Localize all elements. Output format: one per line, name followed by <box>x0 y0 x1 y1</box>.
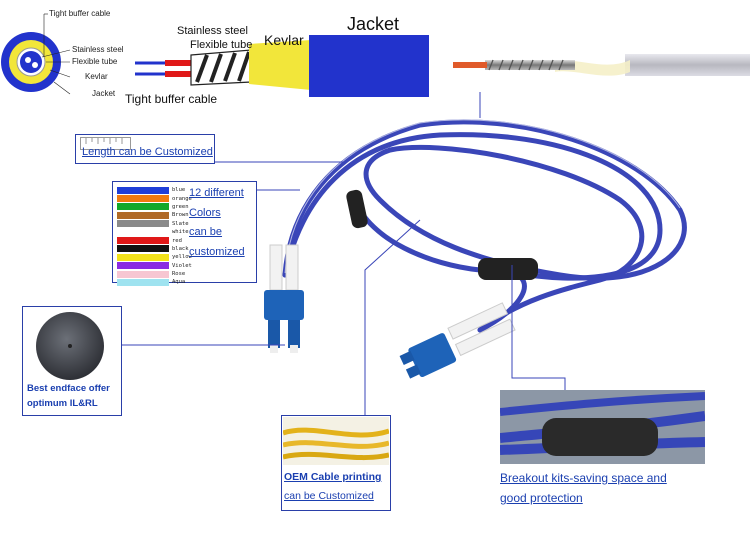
color-row-red: red <box>117 236 192 245</box>
color-row-yellow: yellow <box>117 253 192 261</box>
callout-lines <box>120 92 566 415</box>
color-row-rose: Rose <box>117 270 192 278</box>
color-row-slate: Slate <box>117 220 192 228</box>
armored-cable-photo <box>445 42 750 92</box>
layer-label-tight-buffer: Tight buffer cable <box>125 92 218 106</box>
layer-label-jacket: Jacket <box>347 14 400 34</box>
color-row-green: green <box>117 203 192 211</box>
color-name: yellow <box>172 254 192 261</box>
color-name: orange <box>172 195 192 202</box>
layer-label-flexible: Flexible tube <box>190 39 253 51</box>
color-name: white <box>172 229 189 236</box>
callout-endface: Best endface offer optimum IL&RL <box>22 306 122 416</box>
color-name: Slate <box>172 220 189 227</box>
layer-label-kevlar: Kevlar <box>264 32 304 48</box>
breakout-boot-lower <box>478 258 538 280</box>
label-stainless: Stainless steel <box>72 45 124 54</box>
breakout-line-1: Breakout kits-saving space and <box>500 471 667 485</box>
breakout-line-2: good protection <box>500 491 583 505</box>
cross-section-diagram: Tight buffer cable Stainless steel Flexi… <box>0 0 125 105</box>
label-jacket: Jacket <box>92 89 116 98</box>
color-swatch <box>117 245 169 253</box>
breakout-boot-upper <box>346 189 368 229</box>
endface-text: Best endface offer optimum IL&RL <box>27 381 110 411</box>
lc-connector-lower <box>408 333 457 378</box>
endface-line-2: optimum IL&RL <box>27 398 98 409</box>
color-swatch <box>117 278 169 286</box>
color-row-orange: orange <box>117 194 192 203</box>
callout-breakout: Breakout kits-saving space and good prot… <box>500 390 705 508</box>
color-name: black <box>172 245 189 252</box>
layer-diagram: Stainless steel Flexible tube Kevlar Jac… <box>125 10 435 110</box>
colors-text: 12 different Colors can be customized <box>189 184 245 262</box>
color-name: Brown <box>172 212 189 219</box>
endface-image <box>36 312 104 380</box>
color-row-aqua: Aqua <box>117 278 192 286</box>
fiber-1 <box>25 57 31 63</box>
endface-line-1: Best endface offer <box>27 383 110 394</box>
color-swatch <box>117 262 169 270</box>
fiber-2 <box>32 62 38 68</box>
ruler-icon <box>80 137 131 150</box>
cable-loops <box>282 119 687 333</box>
color-name: blue <box>172 187 186 194</box>
color-swatch <box>117 195 169 203</box>
callout-oem: OEM Cable printing can be Customized <box>281 415 391 511</box>
lc-connector-upper <box>264 290 304 320</box>
color-swatch <box>117 237 169 245</box>
color-swatch <box>117 203 169 211</box>
breakout-image <box>500 390 705 464</box>
color-row-white: white <box>117 228 192 236</box>
color-swatch <box>117 253 169 261</box>
oem-cable-image <box>283 417 389 465</box>
color-row-black: black <box>117 245 192 253</box>
color-swatch <box>117 211 169 219</box>
color-name: Violet <box>172 262 192 269</box>
cross-section-drawing <box>1 13 71 95</box>
color-row-brown: Brown <box>117 211 192 219</box>
armored-cable-drawing <box>453 54 750 76</box>
color-swatch <box>117 270 169 278</box>
callout-length: Length can be Customized <box>75 134 215 164</box>
color-swatch <box>117 228 169 236</box>
color-row-blue: blue <box>117 186 192 194</box>
layer-drawing <box>135 35 429 97</box>
breakout-text: Breakout kits-saving space and good prot… <box>500 468 667 508</box>
color-swatch <box>117 220 169 228</box>
colors-line-1: 12 different <box>189 187 244 199</box>
label-tight-buffer: Tight buffer cable <box>49 9 111 18</box>
oem-text: OEM Cable printing can be Customized <box>284 468 381 506</box>
color-name: green <box>172 203 189 210</box>
colors-line-2: Colors <box>189 206 221 219</box>
color-name: red <box>172 237 182 244</box>
colors-line-3: can be <box>189 226 223 238</box>
label-kevlar: Kevlar <box>85 72 108 81</box>
color-name: Rose <box>172 271 186 278</box>
color-name: Aqua <box>172 279 186 286</box>
colors-line-4: customized <box>189 245 245 258</box>
length-text: Length can be Customized <box>82 146 213 158</box>
color-row-violet: Violet <box>117 262 192 270</box>
layer-label-stainless: Stainless steel <box>177 25 248 37</box>
oem-line-1: OEM Cable printing <box>284 471 382 483</box>
color-swatch <box>117 186 169 194</box>
label-flexible: Flexible tube <box>72 57 118 66</box>
oem-line-2: can be Customized <box>284 490 374 502</box>
